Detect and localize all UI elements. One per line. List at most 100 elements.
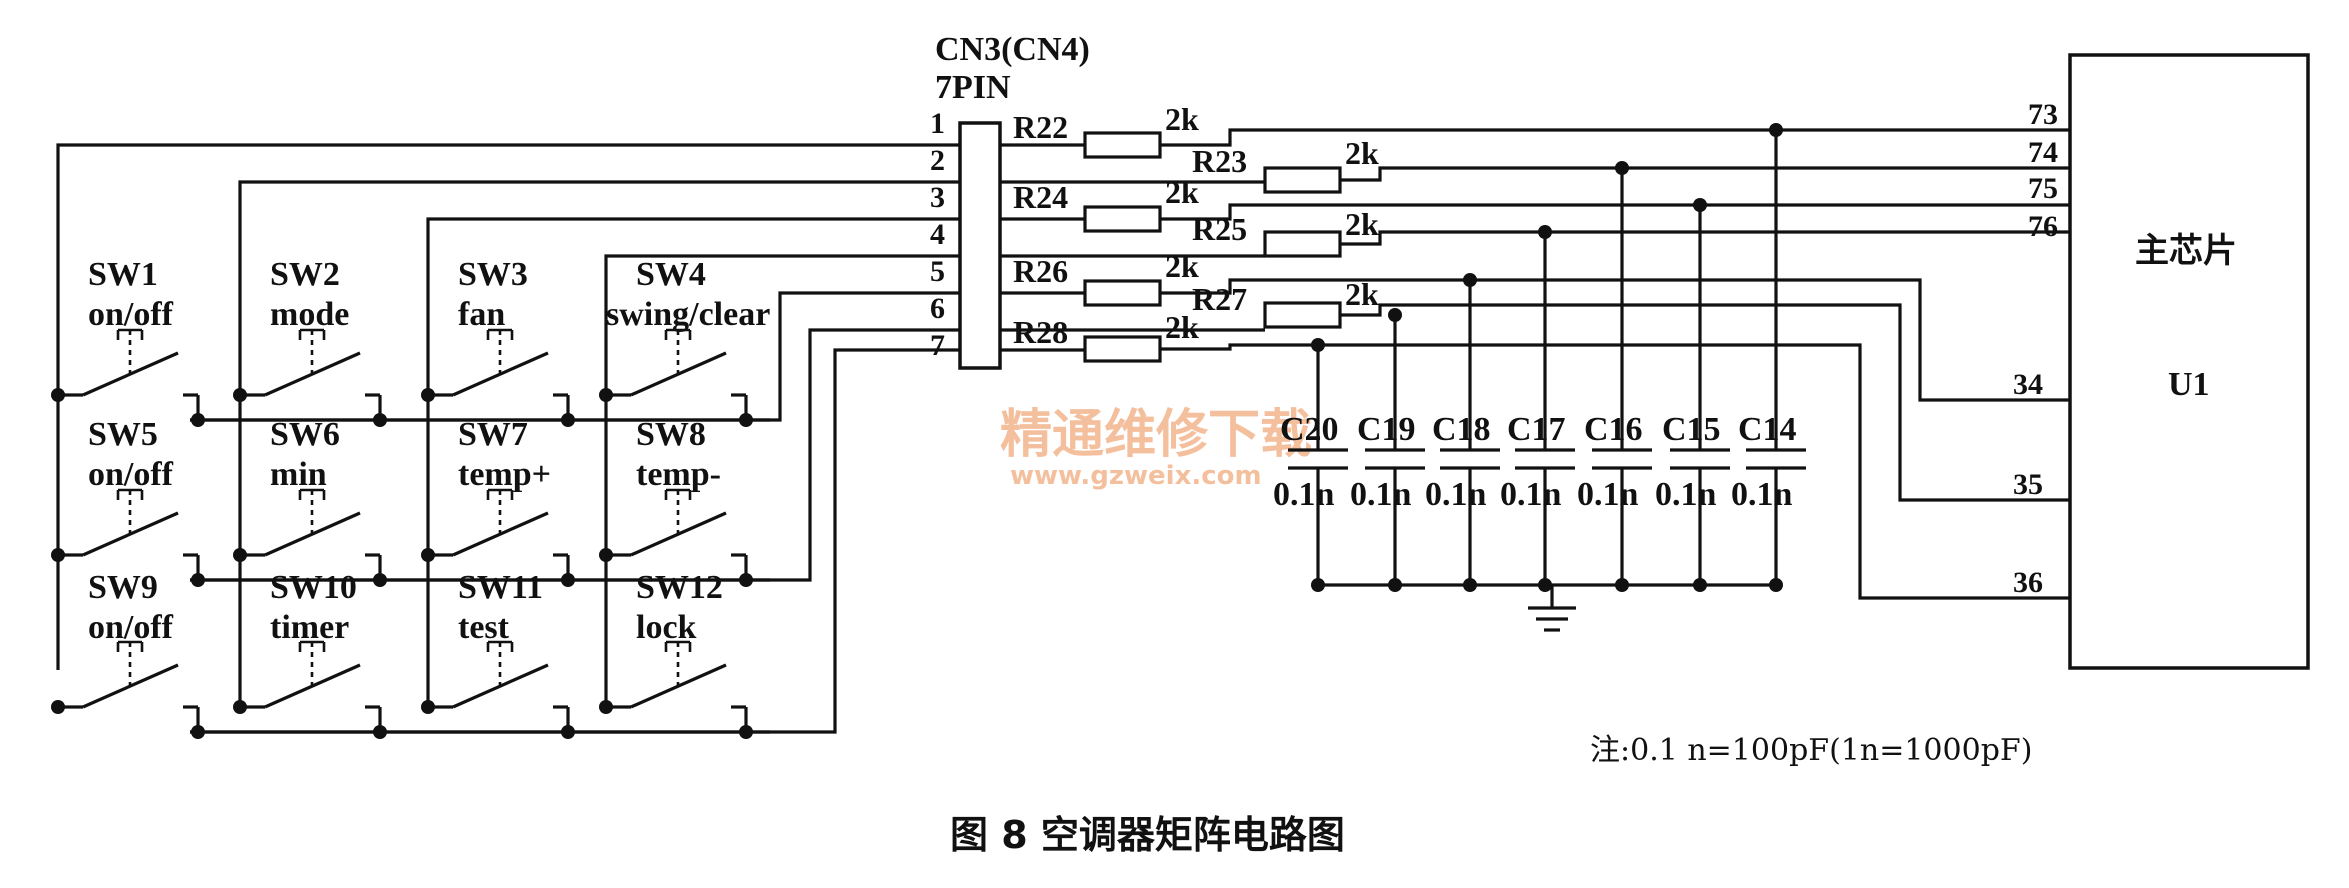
watermark-url: www.gzweix.com xyxy=(1010,461,1262,491)
ground-symbol xyxy=(1528,585,1576,632)
resistor-value: 2k xyxy=(1165,248,1199,284)
switch-function: timer xyxy=(270,609,349,646)
switch-id: SW11 xyxy=(458,569,543,606)
pin-label: 3 xyxy=(930,181,945,214)
junction-dot xyxy=(561,413,575,427)
resistor-value: 2k xyxy=(1165,174,1199,210)
footnote: 注:0.1 n=100pF(1n=1000pF) xyxy=(1590,733,2032,768)
capacitor-value: 0.1n xyxy=(1425,476,1487,513)
junction-dot xyxy=(739,725,753,739)
resistor-value: 2k xyxy=(1165,309,1199,345)
switch-function: on/off xyxy=(88,456,174,493)
watermark-text: 精通维修下载 xyxy=(1000,405,1312,465)
resistor-value: 2k xyxy=(1345,276,1379,312)
capacitor-value: 0.1n xyxy=(1500,476,1562,513)
capacitor-value: 0.1n xyxy=(1577,476,1639,513)
resistor-label: R27 xyxy=(1192,281,1247,317)
switch-arm xyxy=(630,511,727,557)
capacitor-id: C16 xyxy=(1584,411,1643,448)
junction-dot xyxy=(1388,578,1402,592)
switch-arm xyxy=(630,351,727,397)
chip-pin-label: 74 xyxy=(2028,136,2058,169)
chip-pin-label: 73 xyxy=(2028,98,2058,131)
switch-id: SW2 xyxy=(270,256,340,293)
figure-caption: 图 8 空调器矩阵电路图 xyxy=(950,813,1345,857)
capacitor-id: C14 xyxy=(1738,411,1797,448)
junction-dot xyxy=(373,725,387,739)
switch-function: temp- xyxy=(636,456,721,493)
switch-arm xyxy=(82,511,179,557)
resistor-value: 2k xyxy=(1345,206,1379,242)
switch-id: SW1 xyxy=(88,256,158,293)
switch-arm xyxy=(82,351,179,397)
switch-arm xyxy=(264,511,361,557)
switch-id: SW8 xyxy=(636,416,706,453)
junction-dot xyxy=(373,413,387,427)
switch-arm xyxy=(452,663,549,709)
capacitor-value: 0.1n xyxy=(1655,476,1717,513)
junction-dot xyxy=(739,413,753,427)
resistor-value: 2k xyxy=(1345,135,1379,171)
switch-id: SW10 xyxy=(270,569,357,606)
chip-pin-label: 76 xyxy=(2028,210,2058,243)
capacitor-id: C15 xyxy=(1662,411,1721,448)
chip-pin-label: 35 xyxy=(2013,468,2043,501)
junction-dot xyxy=(1311,578,1325,592)
chip-ref: U1 xyxy=(2168,366,2210,403)
switch-function: on/off xyxy=(88,609,174,646)
switch-id: SW4 xyxy=(636,256,706,293)
resistor-r27 xyxy=(1263,301,1342,329)
capacitor-value: 0.1n xyxy=(1731,476,1793,513)
junction-dot xyxy=(1538,578,1552,592)
junction-dot xyxy=(1615,578,1629,592)
chip-pin-label: 36 xyxy=(2013,566,2043,599)
chip-pin-label: 34 xyxy=(2013,368,2043,401)
switch-function: lock xyxy=(636,609,697,646)
switch-matrix: SW1on/offSW2modeSW3fanSW4swing/clearSW5o… xyxy=(51,256,770,739)
pin-label: 6 xyxy=(930,292,945,325)
switch-id: SW5 xyxy=(88,416,158,453)
resistor-r25 xyxy=(1263,230,1342,258)
pin-label: 2 xyxy=(930,144,945,177)
junction-dot xyxy=(191,413,205,427)
junction-dot xyxy=(1693,578,1707,592)
resistor-r28 xyxy=(1083,335,1162,363)
resistor-r23 xyxy=(1263,166,1342,194)
pin-label: 5 xyxy=(930,255,945,288)
junction-dot xyxy=(373,573,387,587)
switch-arm xyxy=(452,511,549,557)
resistor-network xyxy=(1000,128,2070,600)
connector-name: CN3(CN4) xyxy=(935,31,1090,68)
capacitor-value: 0.1n xyxy=(1350,476,1412,513)
switch-function: temp+ xyxy=(458,456,551,493)
switch-function: mode xyxy=(270,296,349,333)
junction-dot xyxy=(739,573,753,587)
capacitor-value: 0.1n xyxy=(1273,476,1335,513)
junction-dot xyxy=(191,725,205,739)
connector-pin-labels: 1 2 3 4 5 6 7 xyxy=(930,107,945,362)
switch-id: SW7 xyxy=(458,416,528,453)
switch-function: min xyxy=(270,456,327,493)
resistor-value: 2k xyxy=(1165,101,1199,137)
switch-id: SW3 xyxy=(458,256,528,293)
switch-id: SW6 xyxy=(270,416,340,453)
resistor-label: R23 xyxy=(1192,143,1247,179)
switch-function: test xyxy=(458,609,510,646)
switch-arm xyxy=(264,351,361,397)
capacitor-id: C19 xyxy=(1357,411,1416,448)
pin-label: 4 xyxy=(930,218,945,251)
resistor-labels: R22 2k R23 2k R24 2k R25 2k R26 2k R27 2… xyxy=(1013,101,1379,350)
main-chip-u1: 主芯片 U1 73 74 75 76 34 35 36 xyxy=(2013,53,2310,670)
capacitor-id: C20 xyxy=(1280,411,1339,448)
watermark: 精通维修下载 www.gzweix.com xyxy=(1000,405,1312,491)
resistor-label: R25 xyxy=(1192,211,1247,247)
switch-function: swing/clear xyxy=(606,296,770,333)
chip-pin-label: 75 xyxy=(2028,172,2058,205)
junction-dot xyxy=(1769,578,1783,592)
junction-dot xyxy=(1463,578,1477,592)
resistor-r22 xyxy=(1083,131,1162,159)
resistor-label: R22 xyxy=(1013,109,1068,145)
switch-arm xyxy=(452,351,549,397)
junction-dot xyxy=(191,573,205,587)
